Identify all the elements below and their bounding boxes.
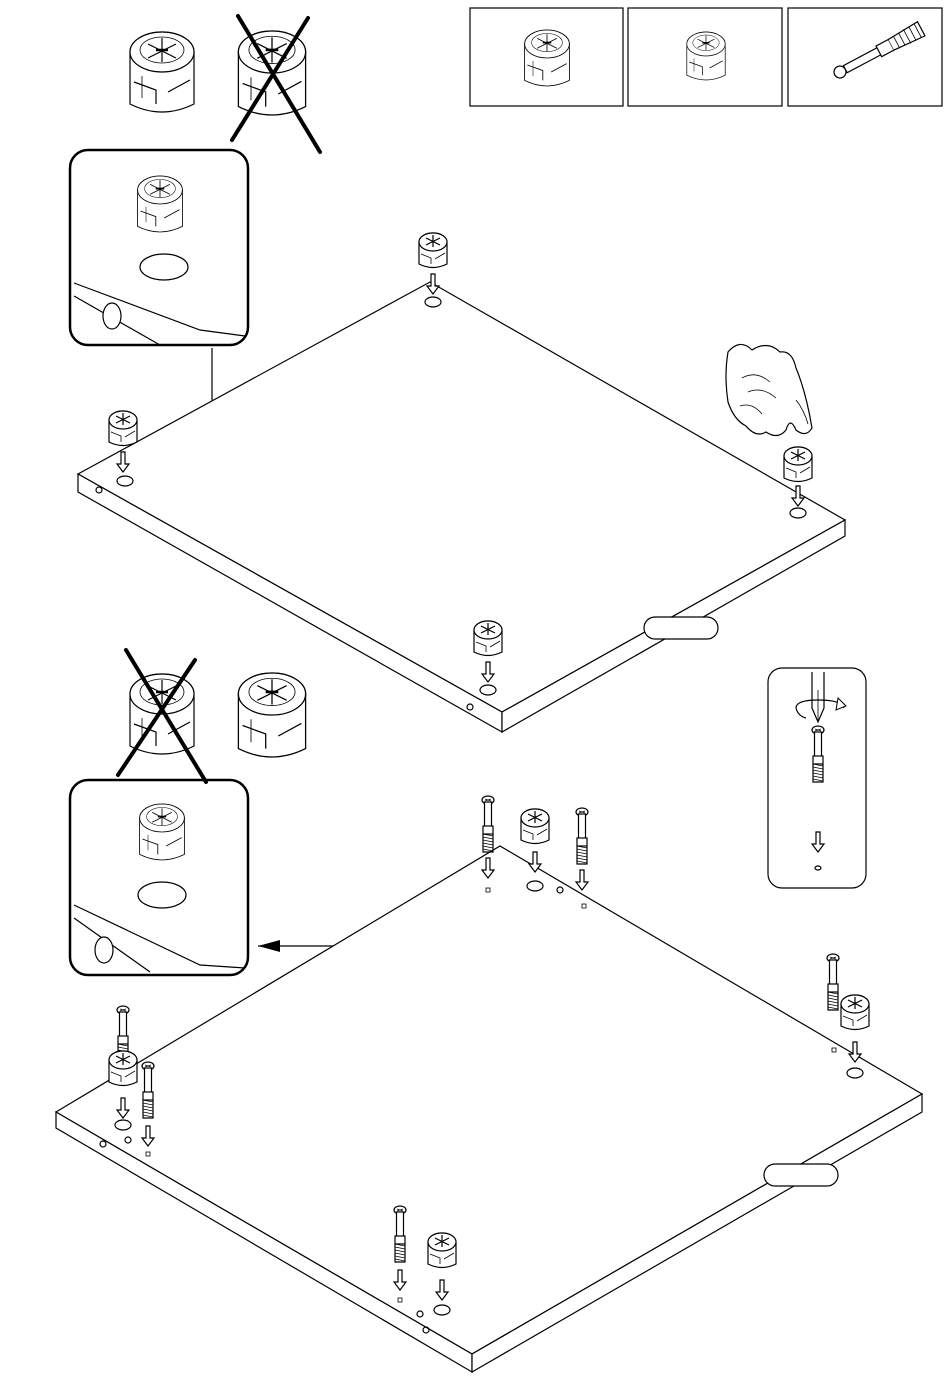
panel-bottom [56,846,922,1372]
cam-correct-sample [130,32,194,112]
hand-press-icon [726,344,812,435]
cam-bolt-icon [831,22,925,82]
step-bottom [56,650,922,1372]
cam-lock-small-icon [687,32,725,80]
step-top [70,16,845,732]
panel-label-top [644,617,718,639]
screwdriver-icon [812,672,824,722]
down-arrow-icon [812,832,824,852]
cam-correct-sample-2 [238,673,305,757]
panel-label-bottom [764,1164,838,1186]
parts-legend [470,8,942,106]
cam-lock-icon [525,30,570,86]
